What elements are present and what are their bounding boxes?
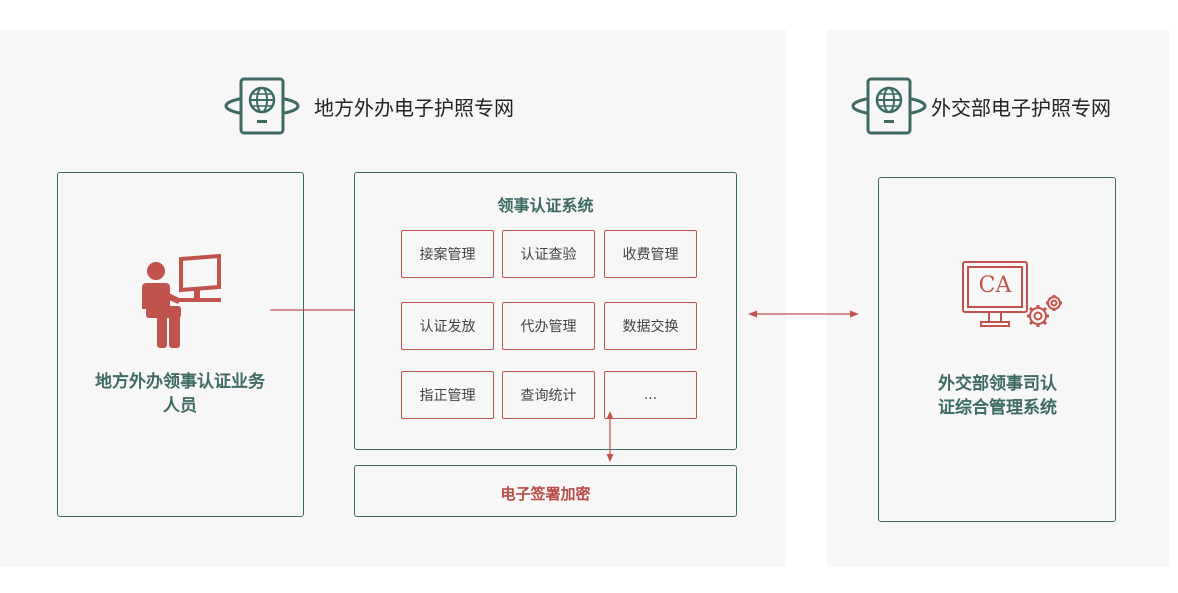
signature-box: [354, 465, 737, 517]
consular-system-title: 领事认证系统: [497, 196, 594, 215]
module-issuance[interactable]: 认证发放: [401, 302, 494, 350]
module-correction[interactable]: 指正管理: [401, 371, 494, 419]
module-verification[interactable]: 认证查验: [502, 230, 595, 278]
personnel-label: 地方外办领事认证业务人员: [95, 372, 265, 416]
module-more[interactable]: ...: [604, 371, 697, 419]
ca-text: CA: [978, 273, 1012, 298]
signature-label: 电子签署加密: [500, 485, 591, 503]
left-network-title: 地方外办电子护照专网: [314, 96, 514, 120]
module-query-stats[interactable]: 查询统计: [502, 371, 595, 419]
mfa-system-box: [878, 177, 1116, 522]
mfa-system-label: 外交部领事司认证综合管理系统: [938, 374, 1057, 418]
module-intake[interactable]: 接案管理: [401, 230, 494, 278]
personnel-box: [57, 172, 304, 517]
right-network-title: 外交部电子护照专网: [931, 96, 1111, 120]
module-agency[interactable]: 代办管理: [502, 302, 595, 350]
module-fees[interactable]: 收费管理: [604, 230, 697, 278]
module-data-exchange[interactable]: 数据交换: [604, 302, 697, 350]
